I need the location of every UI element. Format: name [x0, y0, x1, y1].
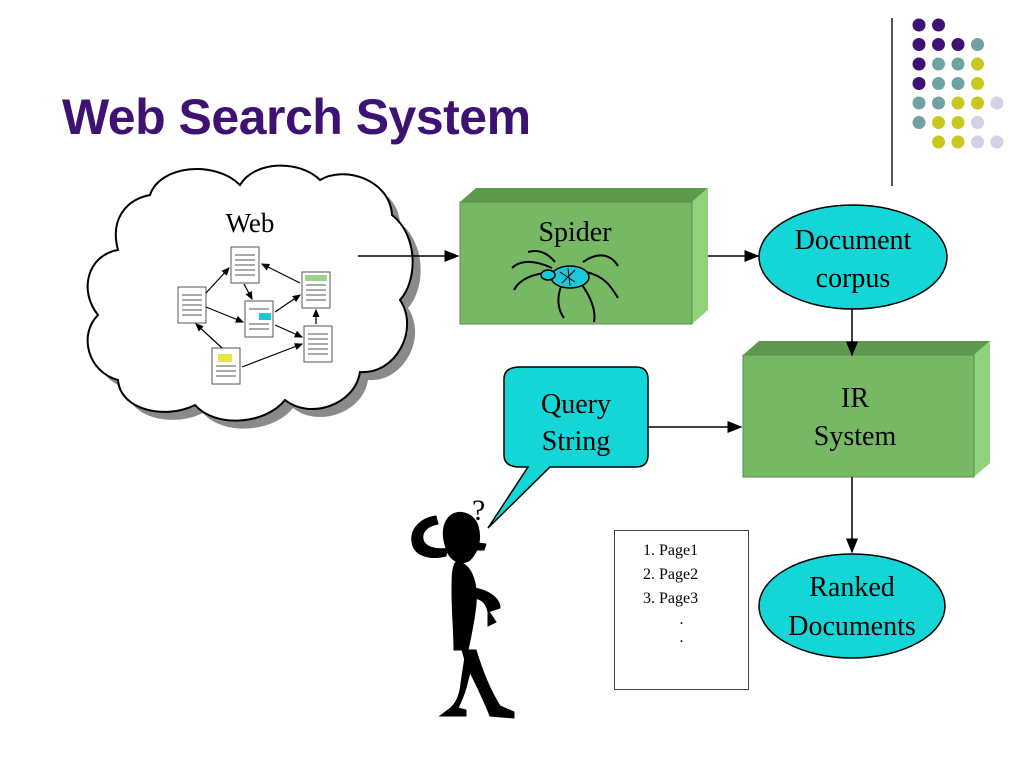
list-ellipsis: . [679, 629, 684, 646]
ranked-documents-ellipse [758, 553, 946, 659]
document-corpus-label-line2: corpus [815, 263, 891, 294]
web-page-icons [177, 246, 333, 385]
query-string-label-line2: String [541, 426, 611, 457]
decorative-dot [951, 77, 965, 90]
page-icon [244, 300, 274, 338]
decorative-dot [951, 116, 965, 129]
decorative-dot [971, 38, 984, 51]
decorative-dot [912, 38, 926, 51]
decorative-dot [932, 77, 945, 90]
question-mark-icon: ? [472, 494, 485, 527]
decorative-dot [912, 57, 926, 71]
decorative-dot [971, 96, 984, 110]
decorative-dot [990, 135, 1004, 149]
decorative-divider [891, 18, 893, 186]
query-string-label: Query String [504, 386, 648, 460]
decorative-dot [932, 116, 945, 129]
decorative-dot [912, 77, 926, 90]
thinking-person-icon [411, 511, 515, 719]
spider-icon [511, 250, 619, 323]
ir-system-box [742, 341, 990, 478]
decorative-dot [912, 96, 926, 110]
decorative-dot [932, 18, 945, 32]
document-corpus-label-line1: Document [794, 225, 912, 256]
ir-system-label-line1: IR [841, 383, 869, 414]
ranked-documents-label-line2: Documents [788, 611, 916, 642]
result-item: Page3 [659, 587, 748, 611]
page-icon [301, 271, 331, 309]
decorative-dot [912, 18, 926, 32]
decorative-dot [951, 57, 965, 71]
flow-arrows [358, 250, 858, 554]
decorative-dot [912, 116, 926, 129]
result-item: Page1 [659, 539, 748, 563]
ranked-results-list: Page1 Page2 Page3 . . [614, 530, 749, 690]
decorative-dot [951, 96, 965, 110]
decorative-dot [971, 57, 984, 71]
decorative-dot-grid [912, 18, 1004, 149]
ranked-documents-label: Ranked Documents [762, 568, 942, 646]
decorative-dot [971, 77, 984, 90]
decorative-dot [932, 38, 945, 51]
decorative-dot [951, 38, 965, 51]
page-icon [177, 286, 207, 324]
spider-box [459, 188, 708, 325]
ranked-documents-label-line1: Ranked [809, 572, 895, 603]
ir-system-label: IR System [780, 380, 930, 456]
decorative-dot [990, 96, 1004, 110]
web-label: Web [225, 208, 275, 238]
decorative-dot [951, 135, 965, 149]
page-icon [211, 347, 241, 385]
decorative-dot [971, 135, 984, 149]
decorative-dot [971, 116, 984, 129]
web-cloud [86, 164, 421, 429]
decorative-dot [932, 135, 945, 149]
spider-label: Spider [538, 217, 612, 248]
decorative-dot [932, 96, 945, 110]
query-string-label-line1: Query [541, 389, 611, 420]
query-speech-bubble [487, 366, 649, 529]
page-icon [303, 325, 333, 363]
page-icon [230, 246, 260, 284]
decorative-dot [932, 57, 945, 71]
list-ellipsis: . [679, 611, 684, 628]
slide-title: Web Search System [62, 89, 531, 145]
document-corpus-label: Document corpus [768, 222, 938, 298]
page-link-arrows [195, 263, 320, 368]
result-item: Page2 [659, 563, 748, 587]
ir-system-label-line2: System [813, 421, 897, 452]
